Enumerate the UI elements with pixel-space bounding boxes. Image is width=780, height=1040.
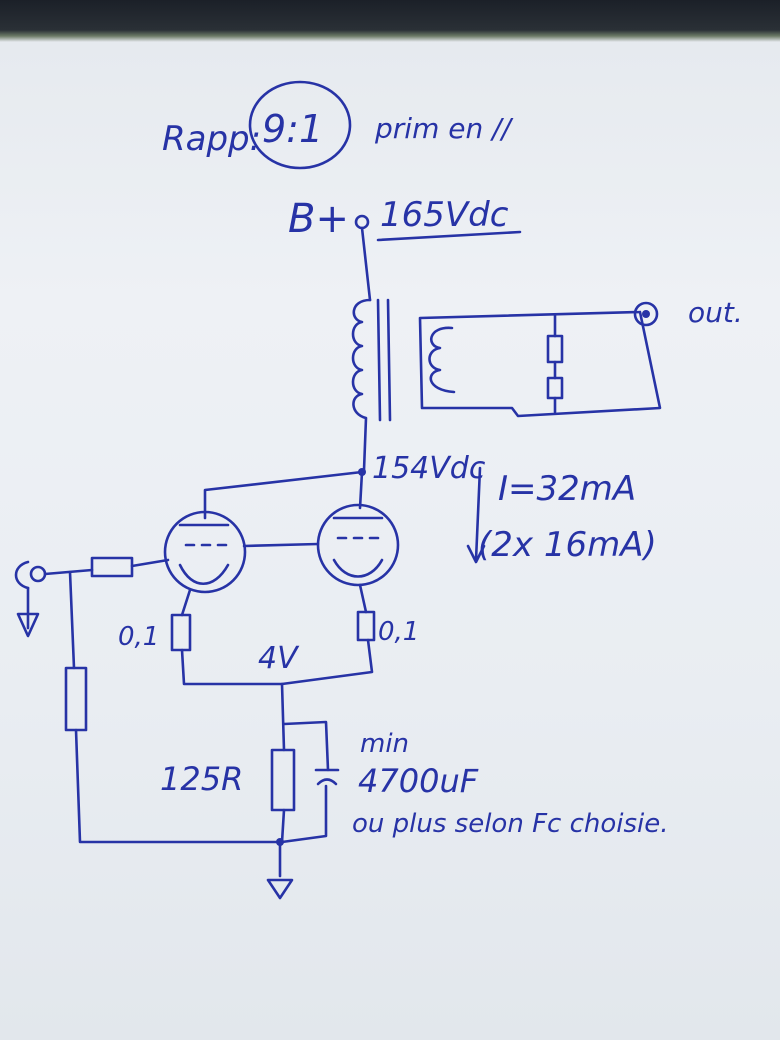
capacitor-min: min — [360, 729, 409, 759]
transformer-core-2 — [386, 298, 392, 422]
ratio-circle — [248, 80, 352, 170]
input-wire — [43, 558, 170, 576]
capacitor-value: 4700uF — [358, 762, 479, 800]
input-jack — [29, 565, 47, 583]
grid-stopper-resistor — [90, 556, 134, 578]
supply-label: B+ — [288, 196, 349, 242]
transformer-core-1 — [376, 298, 382, 422]
supply-voltage: 165Vdc — [380, 195, 509, 235]
right-tube — [316, 503, 400, 587]
ratio-prefix: Rapp: — [162, 119, 261, 159]
supply-terminal — [354, 214, 370, 230]
common-cathode-wire — [280, 682, 330, 844]
capacitor-note: ou plus selon Fc choisie. — [352, 809, 669, 839]
bypass-capacitor — [314, 768, 340, 786]
supply-underline — [376, 230, 522, 242]
load-resistor-2 — [546, 376, 564, 400]
input-jack-shell — [14, 560, 30, 590]
anode-voltage: 154Vdc — [372, 451, 486, 486]
output-jack-center — [642, 310, 650, 318]
supply-wire — [360, 226, 372, 302]
left-cathode-wire — [180, 588, 284, 686]
input-ground — [16, 586, 40, 638]
left-cathode-value: 0,1 — [118, 622, 159, 652]
common-cathode-value: 125R — [160, 760, 243, 798]
common-cathode-resistor — [270, 748, 296, 812]
current-split: (2x 16mA) — [478, 525, 657, 565]
left-cathode-resistor — [170, 613, 192, 652]
ratio-suffix: prim en // — [374, 112, 514, 145]
cathode-node-voltage: 4V — [258, 641, 300, 676]
right-cathode-resistor — [356, 610, 376, 642]
main-ground — [266, 840, 294, 900]
output-jack — [633, 301, 659, 327]
anode-wires — [203, 470, 364, 520]
grid-leak-wire — [68, 570, 282, 844]
secondary-winding — [428, 326, 456, 394]
output-label: out. — [688, 296, 743, 329]
right-cathode-wire — [280, 583, 374, 686]
right-cathode-value: 0,1 — [378, 617, 419, 647]
primary-winding — [351, 298, 372, 472]
grid-leak-resistor — [64, 666, 88, 732]
current-total: I=32mA — [498, 469, 636, 509]
secondary-wires — [418, 310, 662, 418]
ratio-value: 9:1 — [262, 107, 323, 151]
load-resistor-1 — [546, 334, 564, 364]
left-tube — [163, 510, 247, 594]
grid-link — [242, 542, 320, 548]
current-arrow — [466, 466, 486, 564]
